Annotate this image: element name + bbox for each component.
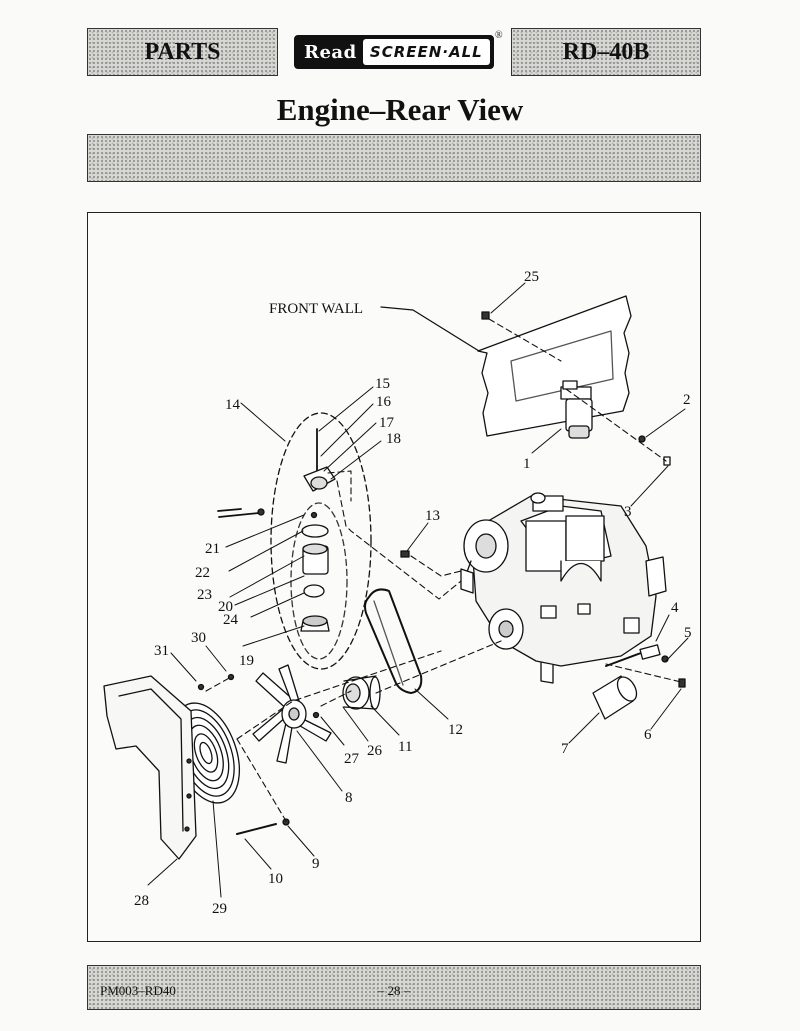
callout-leader-lines	[147, 282, 689, 898]
callout-numbers: 1 2 3 4 5 6 7 8 9 10 11 12 13 14 15 16 1…	[134, 269, 692, 917]
callout-14: 14	[225, 397, 241, 413]
model-label: RD–40B	[562, 38, 650, 65]
callout-2: 2	[683, 392, 691, 408]
callout-5: 5	[684, 625, 692, 641]
idler-assembly-outline-14	[270, 412, 372, 670]
engine-block	[460, 492, 667, 684]
bolt-part-31	[197, 683, 205, 691]
bolt-part-25	[481, 311, 490, 320]
fan-blade-part-8	[252, 664, 332, 764]
title-band	[87, 134, 701, 182]
sensor-parts-4-5-6	[605, 644, 686, 688]
callout-24: 24	[223, 612, 239, 628]
washer-part-30	[227, 673, 235, 681]
callout-12: 12	[448, 722, 463, 738]
callout-31: 31	[154, 643, 169, 659]
front-wall-panel	[380, 295, 632, 437]
callout-27: 27	[344, 751, 360, 767]
callout-26: 26	[367, 743, 383, 759]
callout-23: 23	[197, 587, 212, 603]
fan-shroud-part-28	[103, 675, 197, 860]
callout-15: 15	[375, 376, 390, 392]
callout-30: 30	[191, 630, 206, 646]
callout-9: 9	[312, 856, 320, 872]
callout-4: 4	[671, 600, 679, 616]
registered-mark: ®	[495, 30, 503, 41]
oil-filter-part-7	[592, 675, 638, 720]
callout-7: 7	[561, 741, 569, 757]
callout-20: 20	[218, 599, 233, 615]
callout-28: 28	[134, 893, 149, 909]
callout-6: 6	[644, 727, 652, 743]
logo-brand-text: Read	[304, 41, 357, 63]
callout-1: 1	[523, 456, 531, 472]
callout-16: 16	[376, 394, 392, 410]
callout-19: 19	[239, 653, 254, 669]
bolt-part-27	[312, 711, 320, 719]
callout-29: 29	[212, 901, 227, 917]
brand-logo: Read SCREEN·ALL	[294, 35, 494, 69]
callout-11: 11	[398, 739, 412, 755]
page-footer: PM003–RD40 – 28 –	[87, 965, 701, 1010]
pulley-part-11	[342, 675, 381, 710]
model-label-box: RD–40B	[511, 28, 701, 76]
bolts-parts-9-10	[236, 818, 290, 835]
logo-product-text: SCREEN·ALL	[362, 39, 490, 65]
fan-belt-part-12	[364, 588, 423, 694]
callout-22: 22	[195, 565, 210, 581]
callout-17: 17	[379, 415, 395, 431]
callout-18: 18	[386, 431, 401, 447]
callout-10: 10	[268, 871, 283, 887]
callout-13: 13	[425, 508, 440, 524]
washer-part-2	[638, 435, 646, 443]
page-number: – 28 –	[377, 983, 411, 998]
callout-8: 8	[345, 790, 353, 806]
assembly-dashed-lines	[205, 318, 682, 822]
page-title: Engine–Rear View	[276, 92, 524, 127]
front-wall-label: FRONT WALL	[269, 301, 363, 317]
idler-inner-outline	[290, 502, 348, 660]
filter-part-1	[560, 380, 593, 439]
exploded-parts-diagram: FRONT WALL 1 2 3 4 5 6 7 8 9 10 11 12 13…	[103, 269, 692, 917]
parts-diagram-frame: FRONT WALL 1 2 3 4 5 6 7 8 9 10 11 12 13…	[87, 212, 701, 942]
callout-21: 21	[205, 541, 220, 557]
idler-parts	[217, 428, 410, 632]
section-label-box: PARTS	[87, 28, 278, 76]
section-label: PARTS	[144, 38, 221, 65]
callout-3: 3	[624, 504, 632, 520]
document-code: PM003–RD40	[100, 983, 176, 998]
bolt-part-3	[663, 456, 671, 466]
callout-25: 25	[524, 269, 539, 285]
